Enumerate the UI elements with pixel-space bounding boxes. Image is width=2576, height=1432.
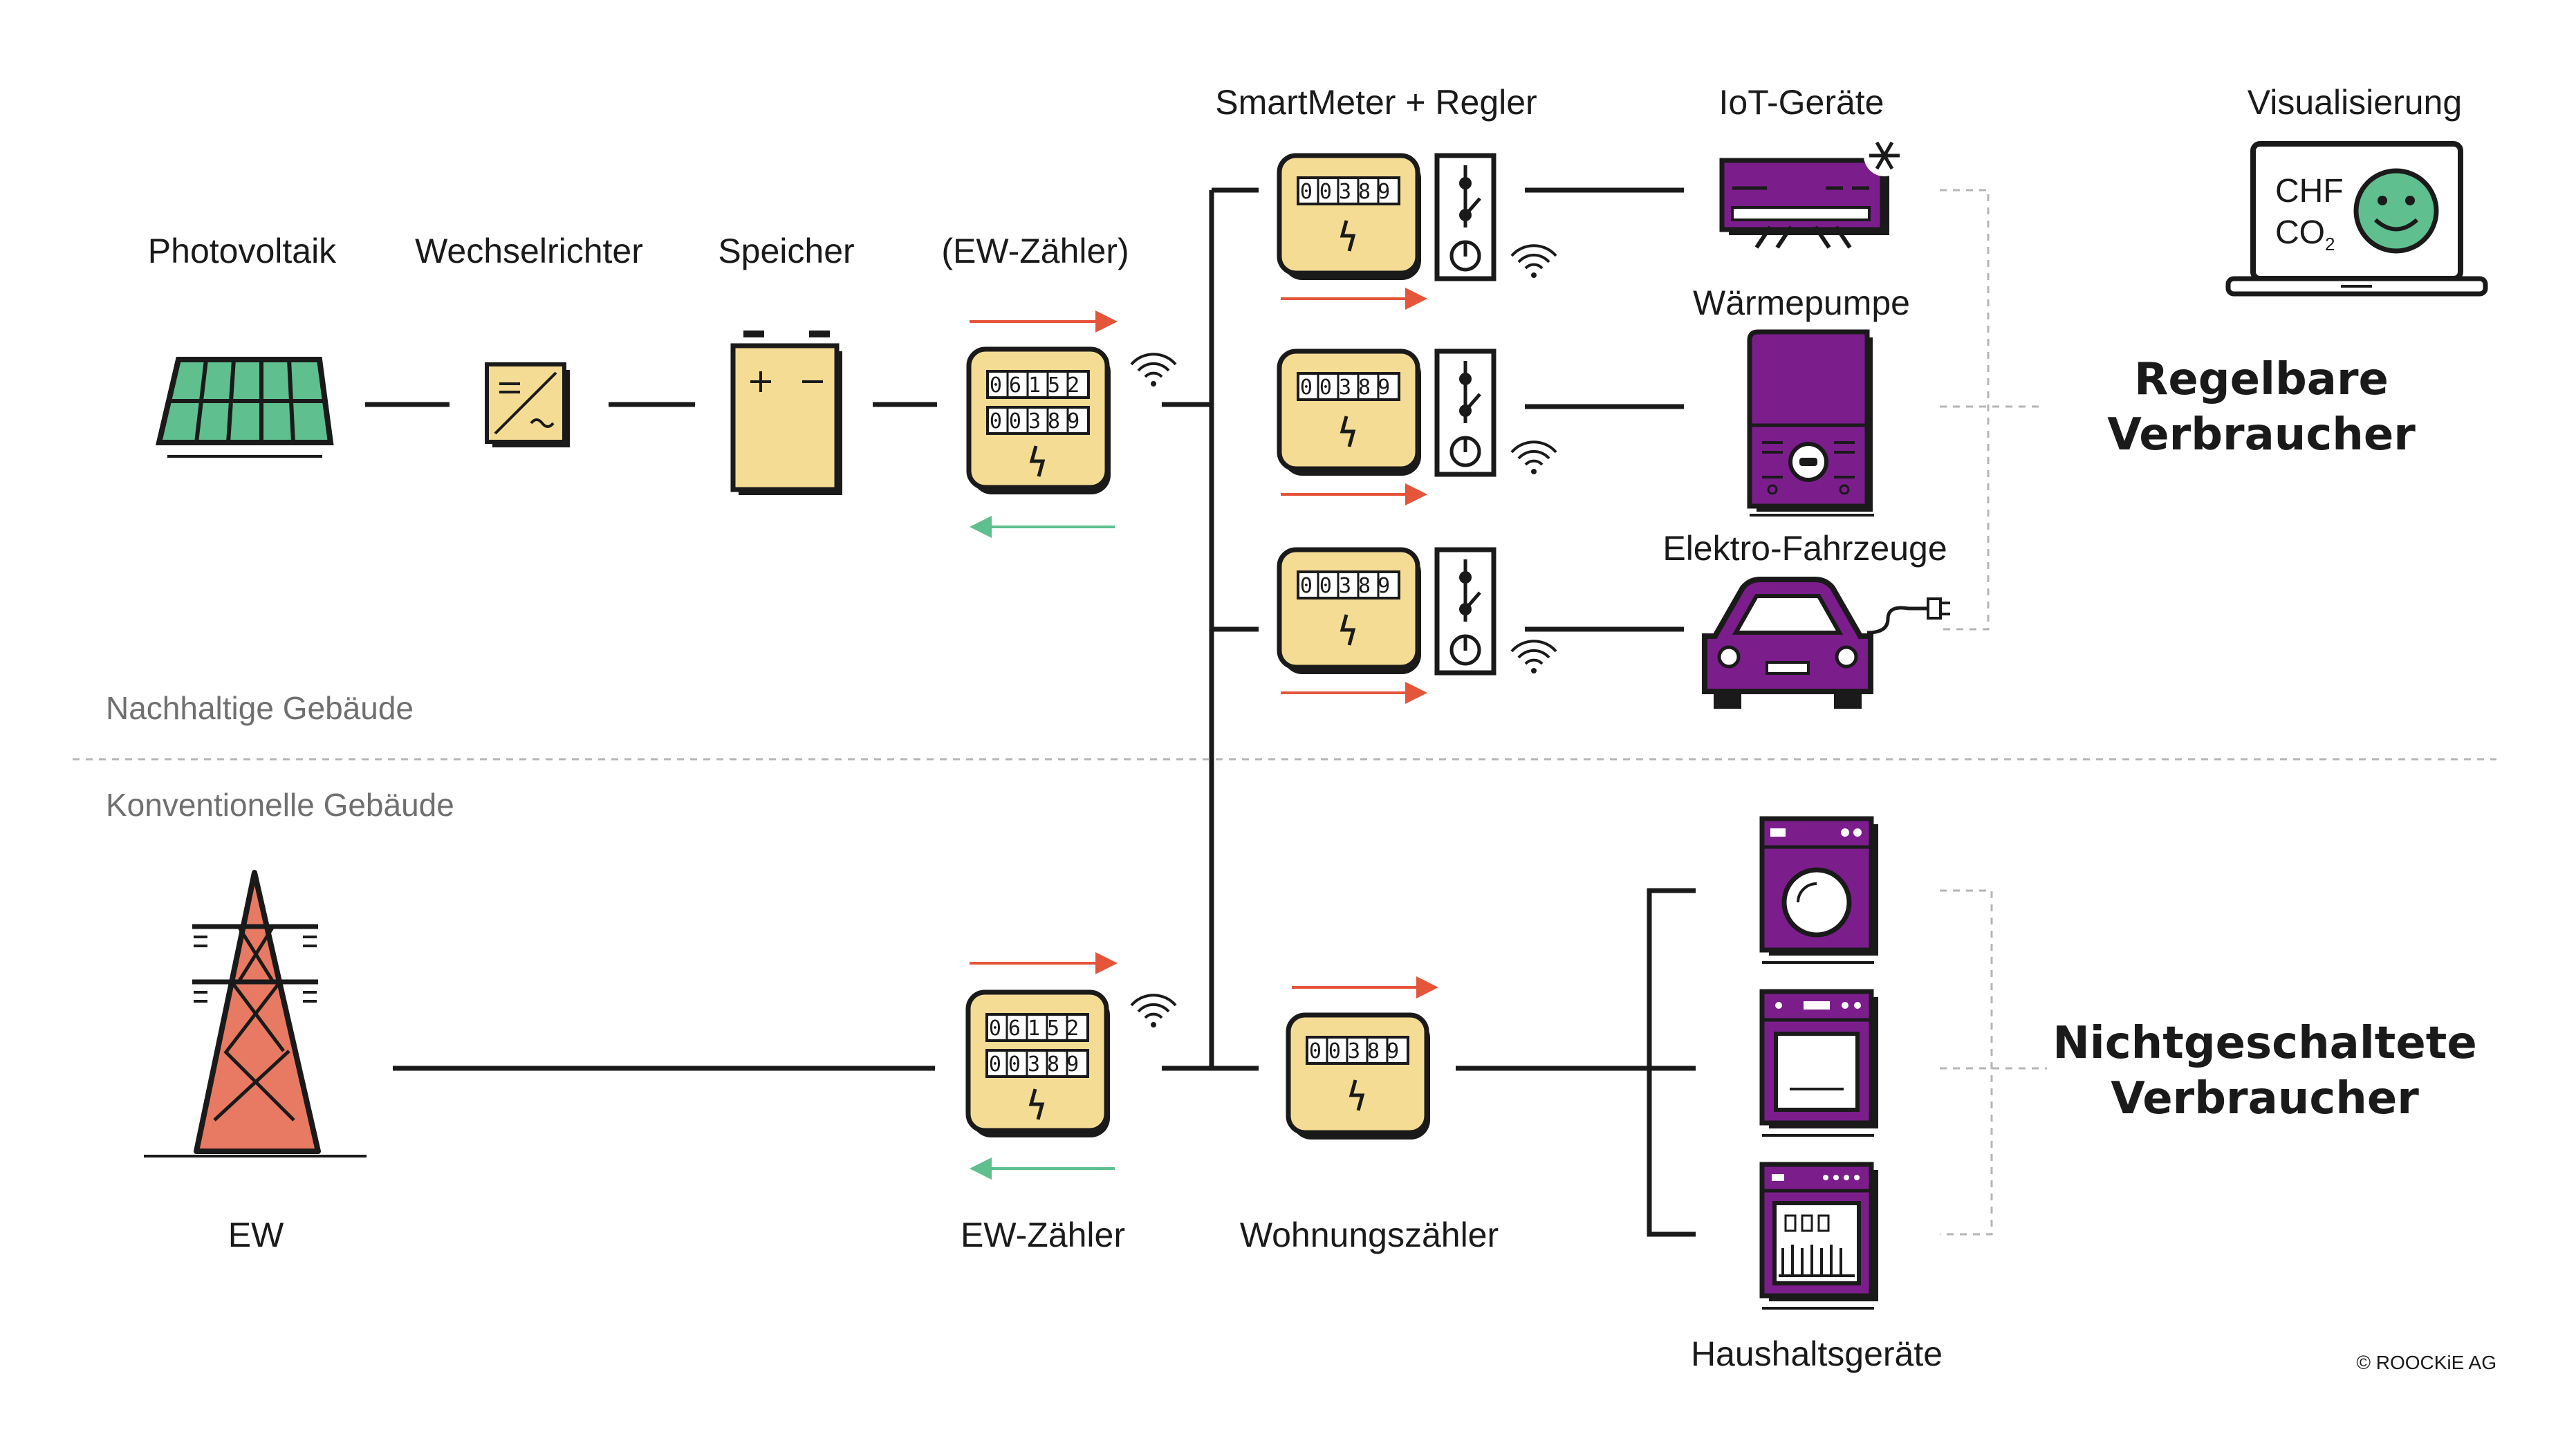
wifi-icon [1130, 994, 1177, 1029]
zone-konventionelle-gebaeude: Konventionelle Gebäude [106, 787, 454, 823]
svg-text:00389: 00389 [989, 1052, 1086, 1077]
smartmeter-1-icon: 00389 [1279, 156, 1421, 280]
label-photovoltaik: Photovoltaik [148, 232, 337, 270]
snowflake-icon [1864, 135, 1905, 176]
appliance-bracket [1647, 888, 1696, 1237]
wifi-icon [1510, 440, 1557, 476]
svg-text:06152: 06152 [989, 1016, 1086, 1041]
smartmeter-2-icon: 00389 [1279, 351, 1421, 476]
ew-meter-bottom-icon: 06152 00389 [968, 992, 1110, 1137]
group-nichtgeschaltete-line2: Verbraucher [2111, 1073, 2419, 1124]
air-conditioner-icon [1719, 158, 1889, 249]
heat-pump-icon [1747, 329, 1874, 517]
group-nichtgeschaltete-line1: Nichtgeschaltete [2053, 1018, 2477, 1069]
electric-car-icon [1702, 577, 1873, 709]
wifi-icon [1130, 353, 1177, 388]
regulator-switch-icon [1437, 351, 1494, 474]
apartment-meter-icon: 00389 [1288, 1015, 1430, 1140]
label-haushaltsgeraete: Haushaltsgeräte [1691, 1335, 1943, 1373]
label-waermepumpe: Wärmepumpe [1693, 283, 1910, 322]
screen-co2: CO2 [2275, 214, 2335, 254]
smartmeter-3-icon: 00389 [1279, 550, 1421, 674]
group-regelbare-line1: Regelbare [2134, 354, 2389, 405]
zone-nachhaltige-gebaeude: Nachhaltige Gebäude [106, 690, 414, 726]
ew-meter-top-icon: 06152 00389 [969, 349, 1111, 494]
svg-text:00389: 00389 [1300, 375, 1397, 400]
regulator-switch-icon [1437, 156, 1494, 279]
smiley-icon [2353, 168, 2439, 254]
inverter-icon [485, 362, 570, 447]
screen-chf: CHF [2275, 173, 2344, 210]
label-ew: EW [228, 1216, 284, 1254]
battery-icon [730, 331, 842, 495]
oven-icon [1759, 989, 1878, 1137]
power-tower-icon [144, 870, 367, 1157]
copyright-notice: © ROOCKiE AG [2356, 1352, 2496, 1373]
regulator-switch-icon [1437, 550, 1494, 673]
label-ew-zaehler-top: (EW-Zähler) [941, 232, 1129, 270]
wifi-icon [1510, 244, 1557, 279]
group-regelbare-line2: Verbraucher [2107, 409, 2416, 461]
label-iot: IoT-Geräte [1719, 83, 1884, 122]
plug-icon [1866, 597, 1950, 635]
label-visualisierung: Visualisierung [2248, 83, 2462, 122]
dishwasher-icon [1759, 1162, 1878, 1310]
bracket-controllable [1940, 189, 1990, 631]
label-ew-zaehler-bottom: EW-Zähler [961, 1216, 1125, 1254]
label-wechselrichter: Wechselrichter [415, 232, 643, 270]
meter-reading-consumption: 00389 [990, 409, 1086, 434]
washing-machine-icon [1759, 816, 1878, 964]
label-wohnungszaehler: Wohnungszähler [1240, 1216, 1499, 1254]
solar-panel-icon [155, 357, 334, 458]
wifi-icon [1510, 640, 1557, 675]
svg-text:00389: 00389 [1300, 574, 1397, 598]
bracket-unswitched [1940, 889, 1993, 1236]
meter-reading-feed-in: 06152 [990, 373, 1086, 398]
label-smartmeter: SmartMeter + Regler [1215, 83, 1537, 122]
label-elektro-fahrzeuge: Elektro-Fahrzeuge [1662, 529, 1947, 568]
label-speicher: Speicher [718, 232, 854, 270]
svg-text:00389: 00389 [1309, 1039, 1406, 1063]
svg-text:00389: 00389 [1300, 180, 1397, 204]
